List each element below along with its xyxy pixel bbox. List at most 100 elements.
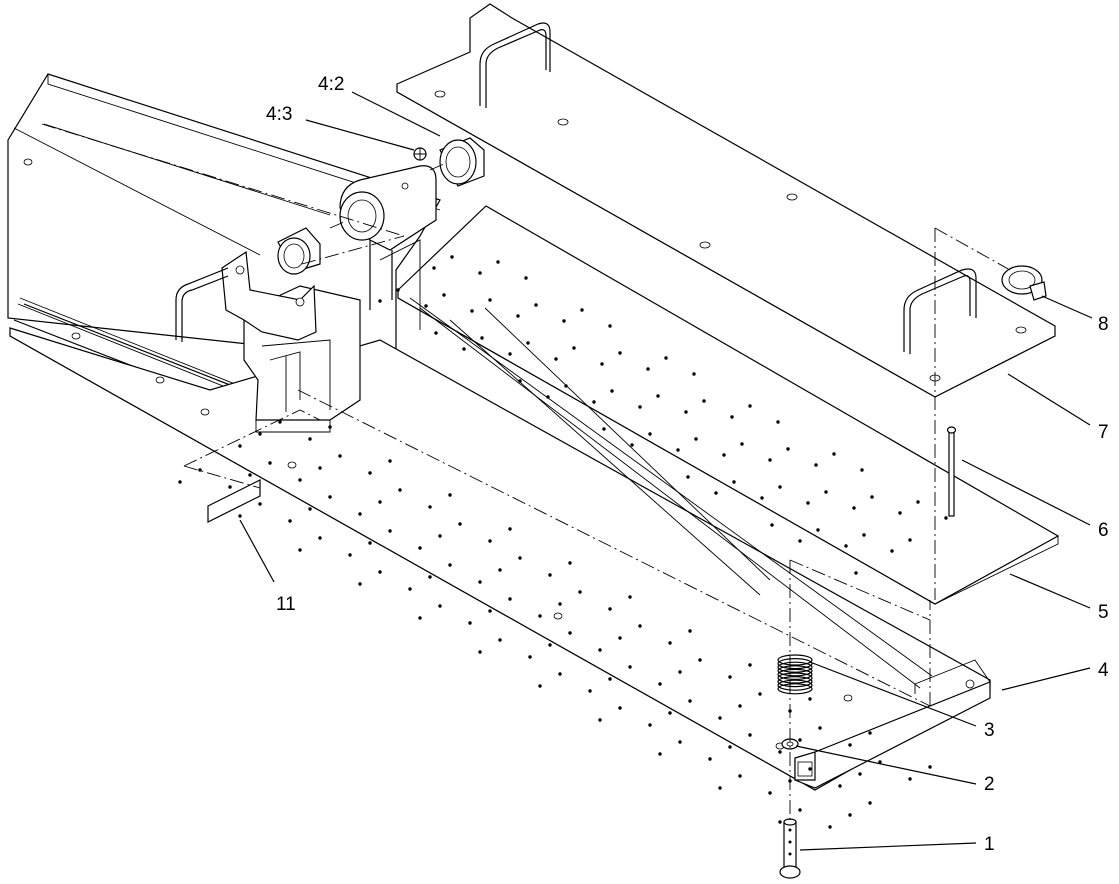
perforation-hole <box>608 324 612 328</box>
spring-coil <box>777 668 813 681</box>
perforation-hole <box>798 539 802 543</box>
perforation-hole <box>668 641 672 645</box>
perforation-hole <box>658 682 662 686</box>
perforation-hole <box>602 427 606 431</box>
perforation-hole <box>572 346 576 350</box>
perforation-hole <box>844 544 848 548</box>
spring-coil <box>777 654 813 666</box>
perforation-hole <box>608 607 612 611</box>
perforation-hole <box>488 298 492 302</box>
perforation-hole <box>838 784 842 788</box>
callout-11: 11 <box>276 594 296 615</box>
perforation-hole <box>288 519 292 523</box>
perforation-hole <box>368 541 372 545</box>
bolt <box>779 818 801 879</box>
perforation-hole <box>428 505 432 509</box>
top-plate <box>396 3 1056 398</box>
perforation-hole <box>908 777 912 781</box>
perforation-hole <box>692 372 696 376</box>
perforation-hole <box>638 624 642 628</box>
perforation-hole <box>548 643 552 647</box>
perforation-hole <box>908 538 912 542</box>
perforation-hole <box>676 448 680 452</box>
perforation-hole <box>738 774 742 778</box>
perforation-hole <box>708 757 712 761</box>
perforation-hole <box>916 500 920 504</box>
perforation-hole <box>848 743 852 747</box>
perforation-hole <box>548 573 552 577</box>
perforation-hole <box>868 731 872 735</box>
perforation-hole <box>688 629 692 633</box>
perforation-hole <box>470 309 474 313</box>
perforation-hole <box>858 772 862 776</box>
perforation-hole <box>228 485 232 489</box>
perforation-hole <box>592 400 596 404</box>
perforation-hole <box>568 561 572 565</box>
perforation-hole <box>618 351 622 355</box>
perforation-hole <box>684 410 688 414</box>
perforation-hole <box>728 675 732 679</box>
perforation-hole <box>538 614 542 618</box>
perforation-hole <box>558 672 562 676</box>
perforation-hole <box>848 813 852 817</box>
perforation-hole <box>808 697 812 701</box>
spring-coil <box>777 661 813 673</box>
callout-2: 2 <box>984 774 995 795</box>
perforation-hole <box>268 461 272 465</box>
perforation-hole <box>318 536 322 540</box>
perforation-hole <box>898 511 902 515</box>
perforation-hole <box>238 444 242 448</box>
callout-8: 8 <box>1098 314 1109 335</box>
perforation-hole <box>728 745 732 749</box>
perforation-hole <box>718 716 722 720</box>
perforation-hole <box>450 255 454 259</box>
perforation-hole <box>648 432 652 436</box>
perforation-hole <box>248 473 252 477</box>
perforation-hole <box>424 304 428 308</box>
perforation-hole <box>944 516 948 520</box>
perforation-hole <box>768 458 772 462</box>
perforation-hole <box>432 266 436 270</box>
perforation-hole <box>638 405 642 409</box>
grease-fitting-4-3 <box>413 147 427 161</box>
perforation-hole <box>600 362 604 366</box>
perforation-hole <box>678 740 682 744</box>
perforation-hole <box>714 491 718 495</box>
middle-perforated-plate <box>397 205 1060 605</box>
perforation-hole <box>668 711 672 715</box>
perforation-hole <box>434 331 438 335</box>
perforation-hole <box>554 357 558 361</box>
perforation-hole <box>608 677 612 681</box>
perforation-hole <box>760 496 764 500</box>
perforation-hole <box>862 533 866 537</box>
perforation-hole <box>338 454 342 458</box>
perforation-hole <box>318 466 322 470</box>
callout-4-2: 4:2 <box>318 74 344 95</box>
perforation-hole <box>598 648 602 652</box>
perforation-hole <box>448 563 452 567</box>
spring-coil <box>777 657 813 670</box>
perforation-hole <box>786 447 790 451</box>
perforation-hole <box>778 485 782 489</box>
perforation-hole <box>580 308 584 312</box>
perforation-hole <box>658 752 662 756</box>
perforation-hole <box>564 384 568 388</box>
perforation-hole <box>852 506 856 510</box>
perforation-hole <box>702 399 706 403</box>
perforation-hole <box>442 293 446 297</box>
perforation-hole <box>928 765 932 769</box>
perforation-hole <box>388 459 392 463</box>
spring-coil <box>777 679 813 691</box>
center-lines <box>41 123 1011 820</box>
perforation-hole <box>480 336 484 340</box>
perforation-hole <box>358 582 362 586</box>
perforation-hole <box>770 523 774 527</box>
perforation-hole <box>816 528 820 532</box>
perforation-hole <box>358 512 362 516</box>
perforation-hole <box>806 501 810 505</box>
perforation-hole <box>588 689 592 693</box>
perforation-hole <box>778 750 782 754</box>
perforation-hole <box>388 529 392 533</box>
perforation-hole <box>688 699 692 703</box>
